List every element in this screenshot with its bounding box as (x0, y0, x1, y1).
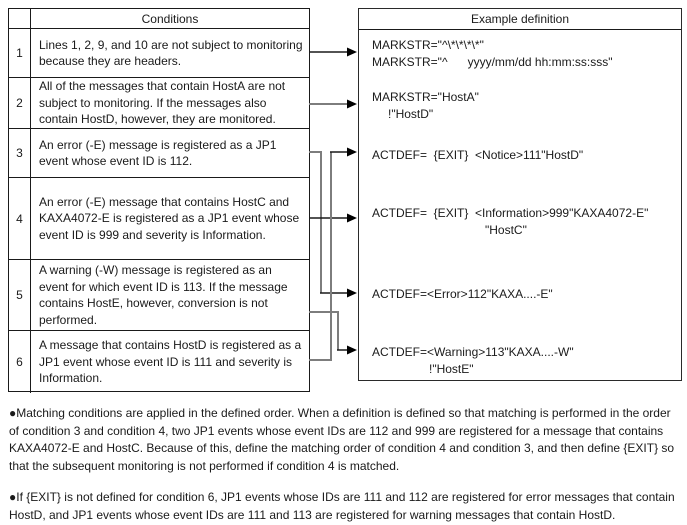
arrowhead-icon (347, 47, 357, 57)
condition-number: 1 (9, 29, 31, 77)
condition-number: 5 (9, 260, 31, 330)
code-line: MARKSTR="^ yyyy/mm/dd hh:mm:ss:sss" (372, 55, 613, 69)
condition-row-2: 2 All of the messages that contain HostA… (9, 78, 309, 129)
condition-text: An error (-E) message that contains Host… (39, 194, 300, 242)
arrowhead-icon (347, 147, 357, 157)
example-definition-panel: Example definition MARKSTR="^\*\*\*\*" M… (358, 8, 682, 381)
condition-row-1: 1 Lines 1, 2, 9, and 10 are not subject … (9, 29, 309, 78)
code-line: ACTDEF=<Error>112"KAXA....-E" (372, 287, 553, 301)
example-block-2: MARKSTR="HostA" !"HostD" (372, 89, 677, 123)
example-block-4: ACTDEF= {EXIT} <Information>999"KAXA4072… (372, 205, 677, 239)
conditions-header-row: Conditions (9, 9, 309, 29)
condition-text: Lines 1, 2, 9, and 10 are not subject to… (39, 37, 303, 69)
example-block-1: MARKSTR="^\*\*\*\*" MARKSTR="^ yyyy/mm/d… (372, 37, 677, 71)
arrowhead-icon (347, 288, 357, 298)
example-definition-header: Example definition (359, 9, 681, 30)
connector-condition6 (309, 147, 357, 361)
condition-row-4: 4 An error (-E) message that contains Ho… (9, 178, 309, 260)
condition-text: An error (-E) message is registered as a… (39, 137, 277, 169)
arrowhead-icon (347, 345, 357, 355)
arrowhead-icon (347, 213, 357, 223)
code-line: MARKSTR="^\*\*\*\*" (372, 38, 484, 52)
connector-condition3 (309, 151, 357, 298)
code-line: !"HostD" (388, 107, 434, 121)
condition-text: A warning (-W) message is registered as … (39, 263, 288, 327)
condition-text: A message that contains HostD is registe… (39, 338, 302, 386)
example-block-3: ACTDEF= {EXIT} <Notice>111"HostD" (372, 147, 677, 164)
condition-row-6: 6 A message that contains HostD is regis… (9, 331, 309, 393)
condition-number: 3 (9, 129, 31, 177)
conditions-header-number-cell (9, 9, 31, 28)
condition-row-5: 5 A warning (-W) message is registered a… (9, 260, 309, 331)
conditions-table: Conditions 1 Lines 1, 2, 9, and 10 are n… (8, 8, 310, 393)
code-line: MARKSTR="HostA" (372, 90, 479, 104)
code-line: ACTDEF= {EXIT} <Information>999"KAXA4072… (372, 206, 649, 220)
example-block-6: ACTDEF=<Warning>113"KAXA....-W" !"HostE" (372, 344, 677, 378)
connector-condition5 (309, 311, 357, 355)
condition-number: 4 (9, 178, 31, 259)
note-exit-not-defined: ●If {EXIT} is not defined for condition … (9, 490, 675, 522)
condition-row-3: 3 An error (-E) message is registered as… (9, 129, 309, 178)
example-block-5: ACTDEF=<Error>112"KAXA....-E" (372, 286, 677, 303)
code-line: !"HostE" (429, 362, 474, 376)
connector-condition4 (309, 213, 357, 223)
notes-section: ●Matching conditions are applied in the … (9, 405, 681, 524)
conditions-header-label: Conditions (141, 11, 199, 26)
code-line: ACTDEF=<Warning>113"KAXA....-W" (372, 345, 574, 359)
note-matching-order: ●Matching conditions are applied in the … (9, 406, 675, 473)
condition-text: All of the messages that contain HostA a… (39, 79, 286, 127)
code-line: ACTDEF= {EXIT} <Notice>111"HostD" (372, 148, 584, 162)
connector-condition2 (309, 99, 357, 109)
code-line: "HostC" (485, 223, 527, 237)
condition-number: 2 (9, 78, 31, 128)
arrowhead-icon (347, 99, 357, 109)
connector-condition1 (309, 47, 357, 57)
condition-number: 6 (9, 331, 31, 393)
